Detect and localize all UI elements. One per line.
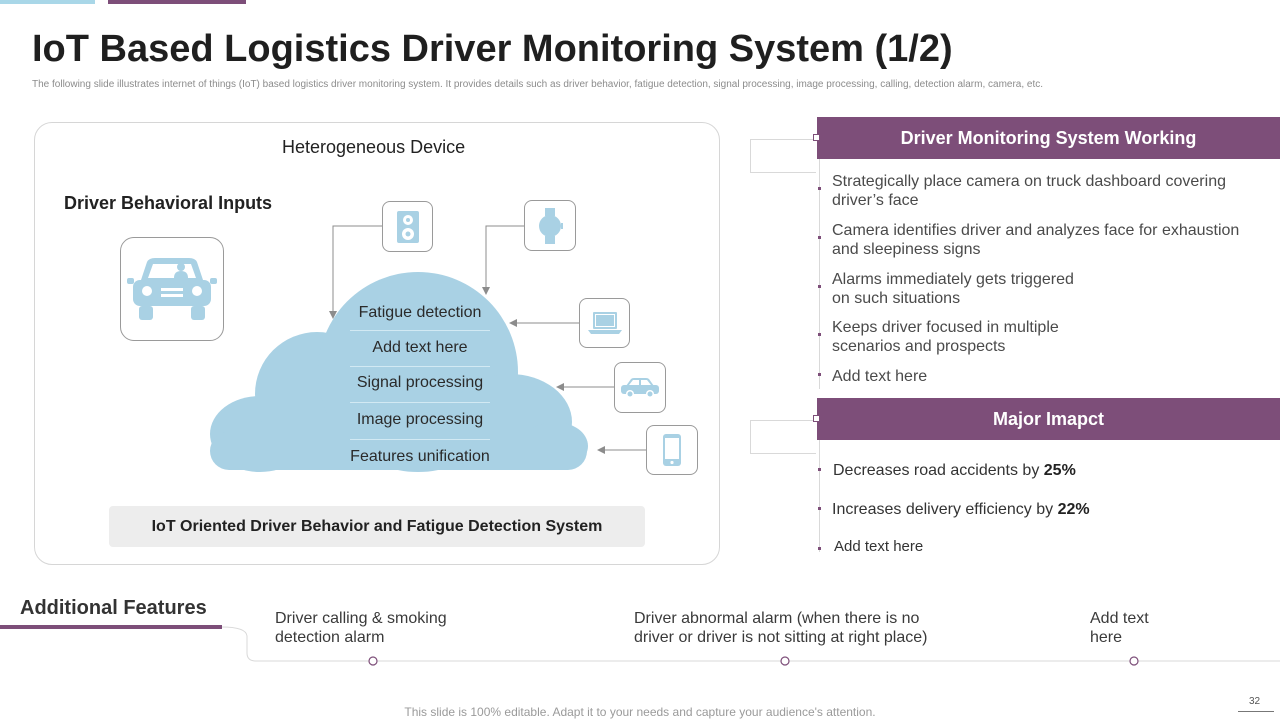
driver-behavioral-inputs-label: Driver Behavioral Inputs bbox=[64, 193, 273, 213]
cloud-divider bbox=[350, 439, 490, 440]
cloud-divider bbox=[350, 366, 490, 367]
impact-item: Increases delivery efficiency by 22% bbox=[832, 501, 1090, 518]
timeline-node bbox=[1129, 656, 1139, 666]
heterogeneous-device-label: Heterogeneous Device bbox=[282, 137, 466, 157]
impact-bullet bbox=[818, 507, 821, 510]
cloud-divider bbox=[350, 402, 490, 403]
cloud-item-features-unification: Features unification bbox=[350, 448, 490, 465]
working-item: Strategically place camera on truck dash… bbox=[832, 173, 1226, 209]
feature-item: Driver calling & smoking detection alarm bbox=[275, 610, 447, 646]
impact-vertical-line bbox=[819, 440, 820, 552]
working-bullet bbox=[818, 373, 821, 376]
cloud-item-add-text: Add text here bbox=[372, 339, 468, 356]
additional-features-underline bbox=[0, 625, 222, 629]
footer-note: This slide is 100% editable. Adapt it to… bbox=[404, 705, 876, 719]
smartwatch-icon bbox=[524, 200, 576, 251]
feature-item: Add text here bbox=[1090, 610, 1149, 646]
feature-item: Driver abnormal alarm (when there is no … bbox=[634, 610, 928, 646]
page-number-underline bbox=[1238, 711, 1274, 712]
car-icon bbox=[614, 362, 666, 413]
working-item: Add text here bbox=[832, 368, 928, 385]
working-bullet bbox=[818, 236, 821, 239]
timeline-node bbox=[780, 656, 790, 666]
car-driver-icon bbox=[120, 237, 224, 341]
impact-bracket bbox=[750, 420, 816, 454]
working-bullet bbox=[818, 187, 821, 190]
cloud-item-signal-processing: Signal processing bbox=[356, 374, 484, 391]
cloud-divider bbox=[350, 330, 490, 331]
laptop-icon bbox=[579, 298, 630, 348]
page-number: 32 bbox=[1249, 696, 1261, 707]
impact-header-dot bbox=[813, 415, 820, 422]
system-label-bar: IoT Oriented Driver Behavior and Fatigue… bbox=[109, 506, 645, 547]
impact-item: Add text here bbox=[834, 538, 924, 555]
cloud-item-fatigue-detection: Fatigue detection bbox=[358, 304, 482, 321]
top-accent-bar-blue bbox=[0, 0, 95, 4]
working-item: Alarms immediately gets triggered on suc… bbox=[832, 271, 1074, 307]
smartphone-icon bbox=[646, 425, 698, 475]
additional-features-title: Additional Features bbox=[20, 597, 207, 619]
impact-bullet bbox=[818, 468, 821, 471]
cloud-item-image-processing: Image processing bbox=[356, 411, 484, 428]
processing-cloud bbox=[210, 272, 588, 472]
impact-header: Major Imapct bbox=[817, 398, 1280, 440]
working-header: Driver Monitoring System Working bbox=[817, 117, 1280, 159]
diagram-panel bbox=[34, 122, 720, 565]
working-bullet bbox=[818, 285, 821, 288]
working-item: Keeps driver focused in multiple scenari… bbox=[832, 319, 1059, 355]
timeline-node bbox=[368, 656, 378, 666]
impact-item: Decreases road accidents by 25% bbox=[833, 462, 1076, 479]
impact-bullet bbox=[818, 547, 821, 550]
working-item: Camera identifies driver and analyzes fa… bbox=[832, 222, 1240, 258]
working-vertical-line bbox=[819, 159, 820, 389]
working-bracket bbox=[750, 139, 816, 173]
speaker-icon bbox=[382, 201, 433, 252]
working-header-dot bbox=[813, 134, 820, 141]
slide-subtitle: The following slide illustrates internet… bbox=[32, 79, 1044, 90]
slide-title: IoT Based Logistics Driver Monitoring Sy… bbox=[32, 28, 953, 70]
top-accent-bar-purple bbox=[108, 0, 246, 4]
working-bullet bbox=[818, 333, 821, 336]
